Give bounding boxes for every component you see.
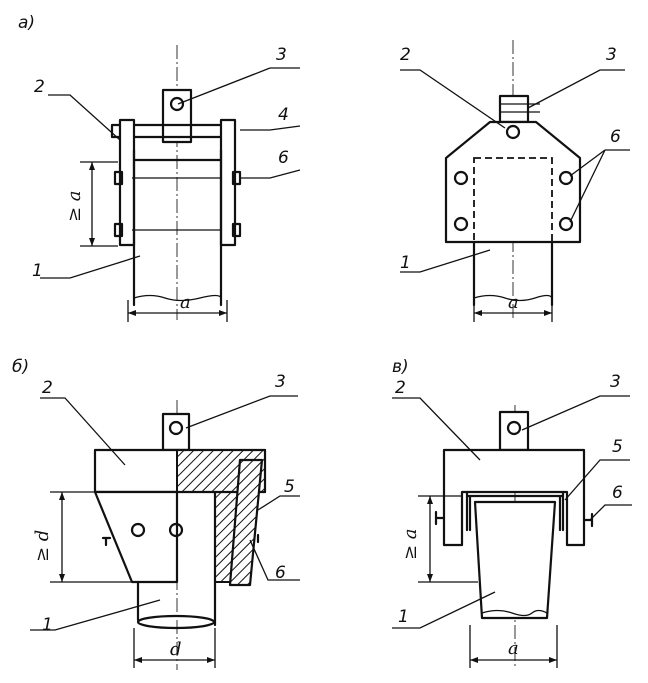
label-1: 1 (42, 615, 53, 635)
view-a-left: а) a ≥ a 2 (18, 13, 301, 322)
view-a-right: a 2 3 6 1 (400, 40, 630, 322)
clamp-plate (444, 120, 582, 244)
dim-d-height: ≥ d (32, 530, 53, 562)
dim-a-width-right: a (508, 292, 519, 313)
view-b: б) d ≥ d 2 3 (12, 357, 300, 670)
label-2: 2 (400, 45, 411, 65)
label-1: 1 (400, 253, 411, 273)
label-3: 3 (606, 45, 617, 65)
dim-a-width: a (508, 638, 519, 659)
label-3: 3 (276, 45, 287, 65)
label-5: 5 (612, 437, 623, 457)
view-v: в) a ≥ a 2 3 5 6 1 (392, 357, 632, 668)
dim-a-width-left: a (180, 292, 191, 313)
label-6: 6 (610, 127, 621, 147)
dim-a-height-left: ≥ a (64, 190, 85, 222)
clamp-body (442, 448, 586, 547)
view-v-title: в) (392, 357, 409, 377)
label-6: 6 (278, 148, 289, 168)
label-2: 2 (42, 378, 53, 398)
dim-a-height: ≥ a (400, 528, 421, 560)
view-b-title: б) (12, 357, 29, 377)
label-6: 6 (275, 563, 286, 583)
dim-d-width: d (170, 639, 182, 660)
label-3: 3 (610, 372, 621, 392)
label-5: 5 (284, 477, 295, 497)
label-1: 1 (398, 607, 409, 627)
label-1: 1 (32, 261, 43, 281)
label-4: 4 (278, 105, 289, 125)
label-6: 6 (612, 483, 623, 503)
label-2: 2 (395, 378, 406, 398)
view-a-title: а) (18, 13, 35, 33)
label-3: 3 (275, 372, 286, 392)
label-2: 2 (34, 77, 45, 97)
